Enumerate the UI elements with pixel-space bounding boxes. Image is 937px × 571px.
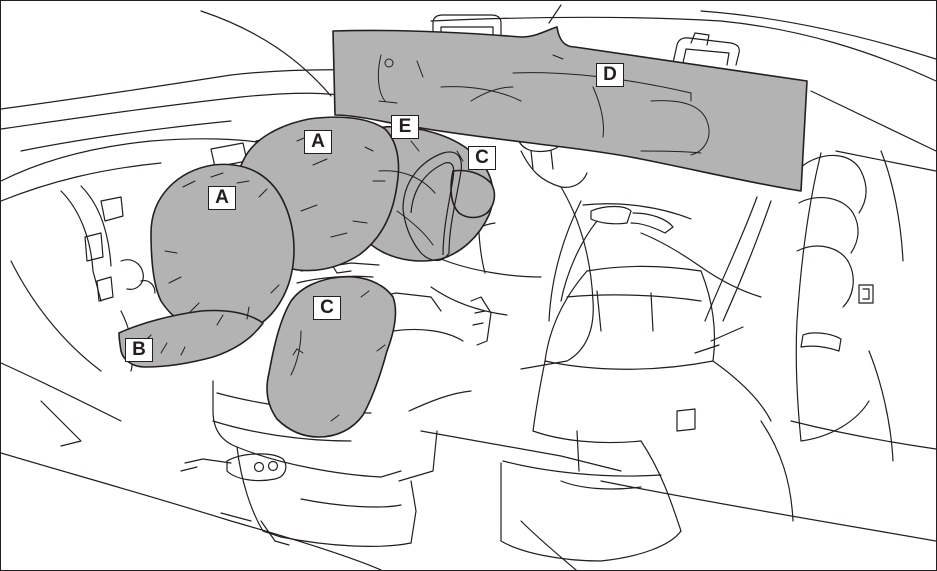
grab-handles	[432, 14, 740, 66]
driver-front-airbag	[150, 163, 295, 336]
cabin-body-lines	[1, 4, 936, 570]
driver-side-airbag	[266, 275, 397, 438]
seat-belt-frame	[402, 151, 462, 262]
callout-a-passenger-front: A	[304, 130, 332, 154]
passenger-door	[548, 200, 762, 322]
rear-seat	[500, 150, 904, 562]
dashboard	[1, 135, 347, 372]
callout-c-passenger-side: C	[468, 146, 496, 170]
airbags	[118, 26, 808, 438]
callout-b-knee: B	[125, 338, 153, 362]
callout-d-curtain: D	[596, 63, 624, 87]
passenger-side-airbag	[450, 169, 496, 219]
callout-a-driver-front: A	[208, 186, 236, 210]
callout-c-driver-side: C	[313, 296, 341, 320]
knee-airbag	[118, 309, 264, 368]
callout-e-center: E	[391, 115, 419, 139]
